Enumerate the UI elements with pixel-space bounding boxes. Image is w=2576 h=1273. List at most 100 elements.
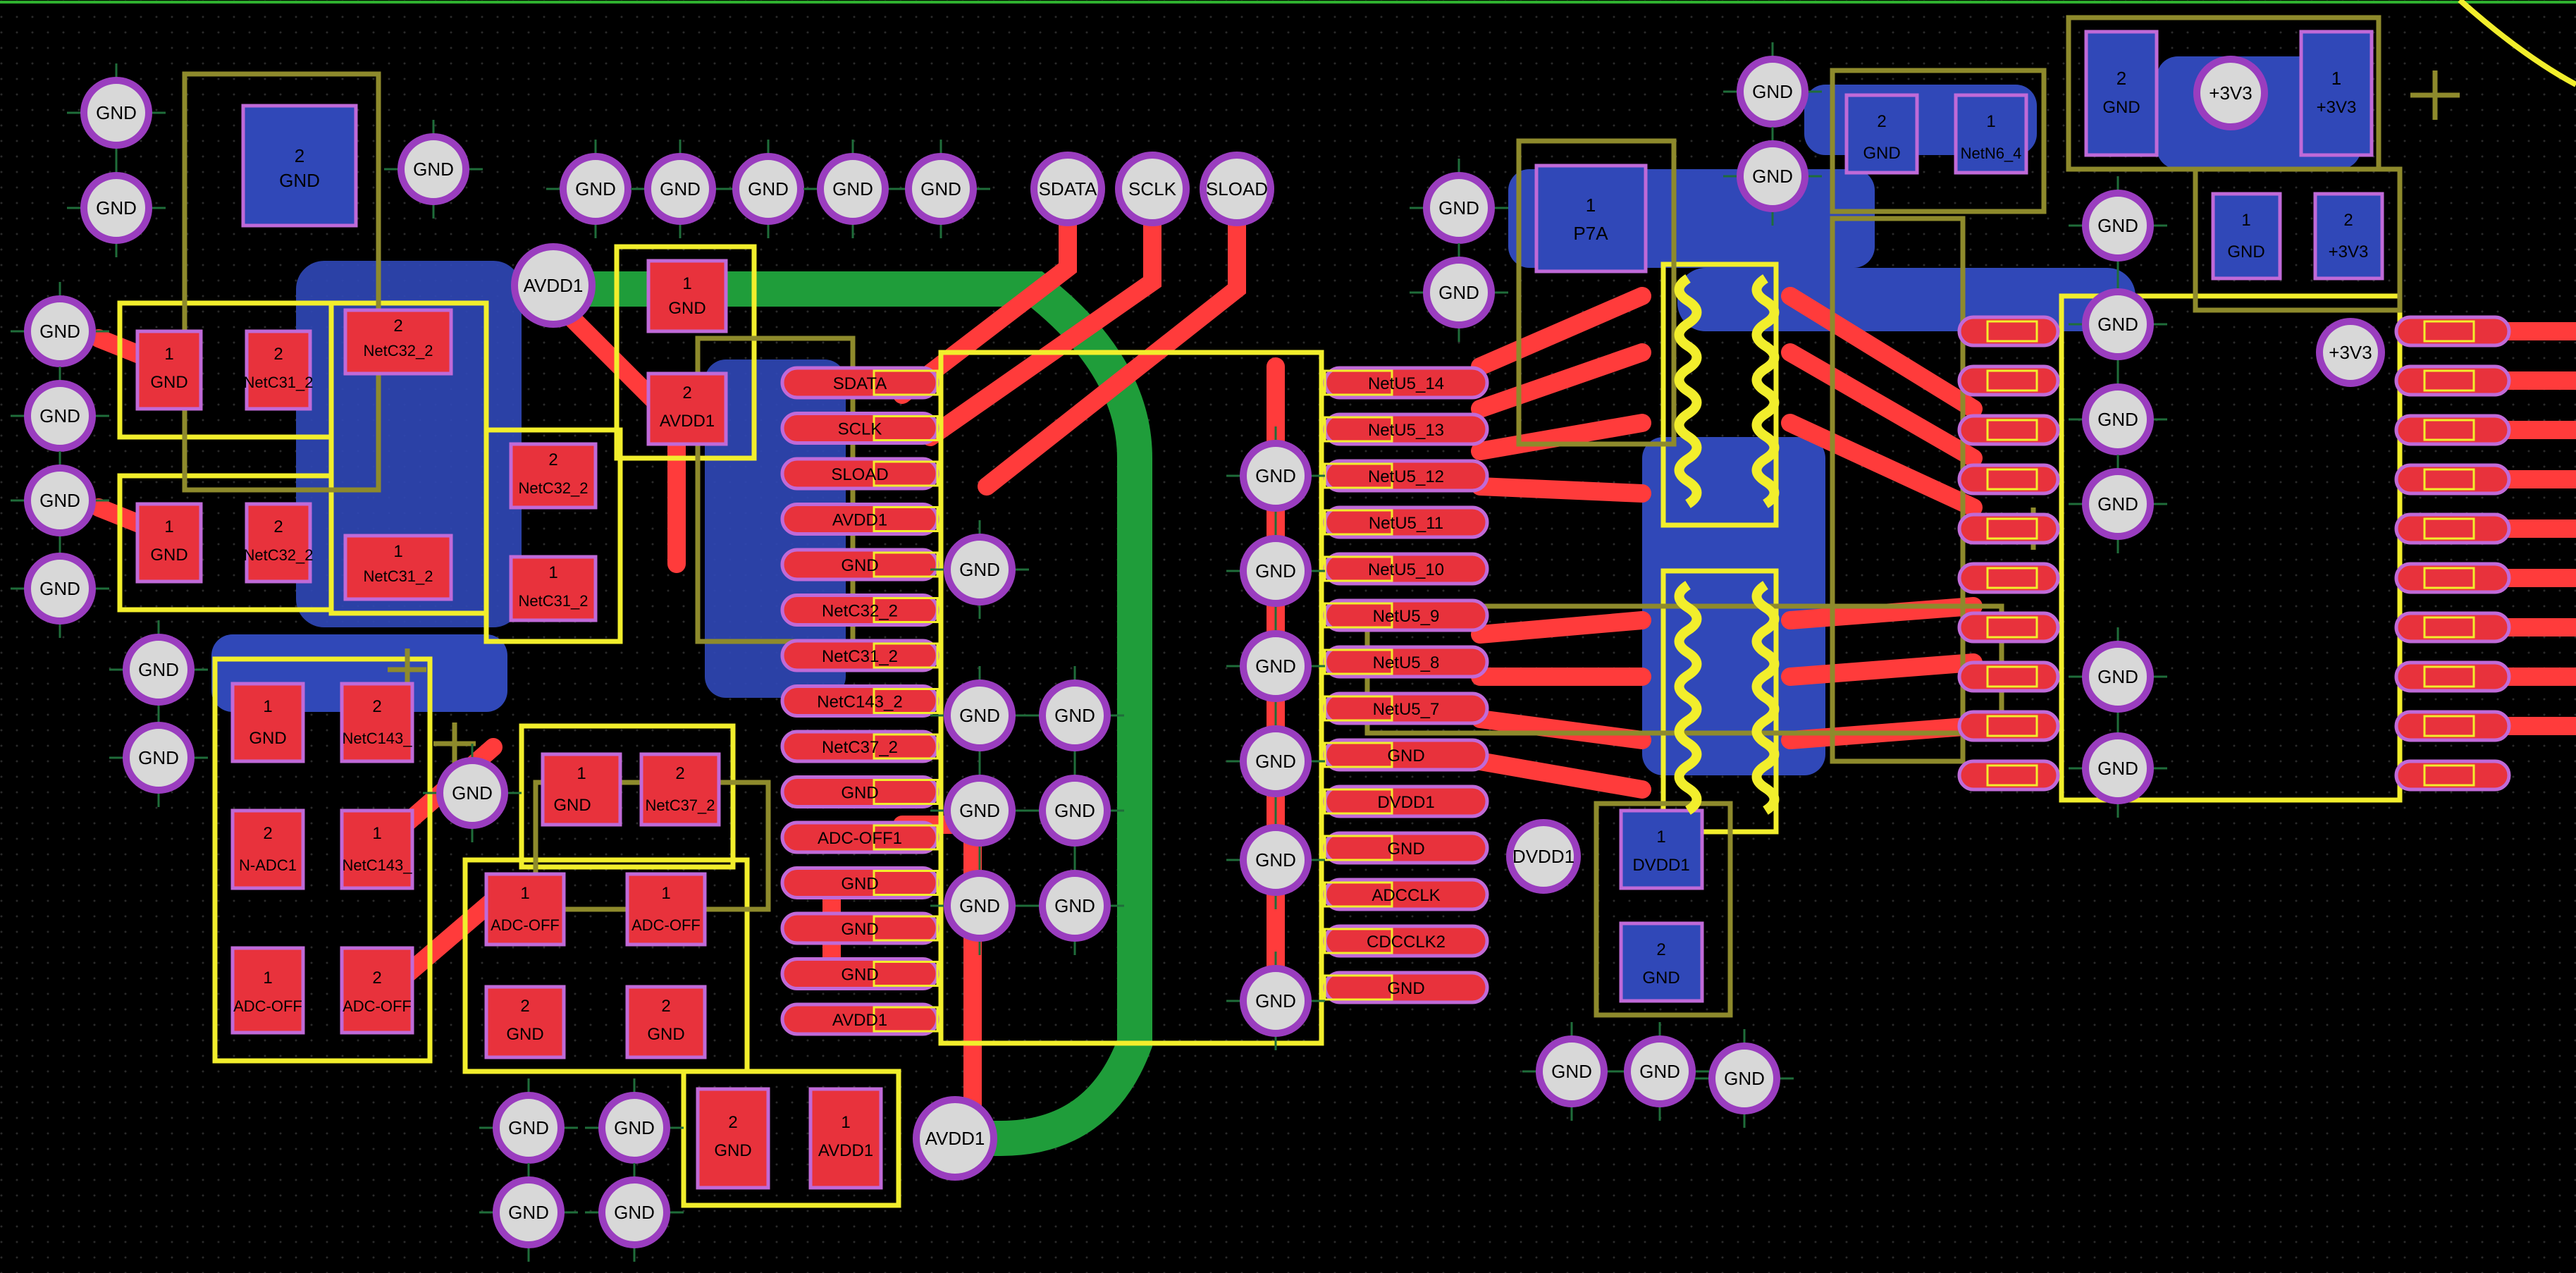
via-gnd[interactable]: [436, 757, 508, 829]
via-gnd[interactable]: [1240, 725, 1312, 797]
connector-pin[interactable]: [1957, 710, 2060, 742]
via-gnd[interactable]: [24, 553, 96, 625]
smd-pad[interactable]: [1954, 93, 2028, 175]
via-gnd[interactable]: [1423, 172, 1495, 244]
smd-pad[interactable]: [340, 946, 414, 1035]
via-gnd[interactable]: [493, 1092, 565, 1164]
via-gnd[interactable]: [944, 534, 1016, 605]
connector-pin[interactable]: [1957, 512, 2060, 545]
via-3v3[interactable]: [2193, 56, 2268, 130]
via-dvdd1[interactable]: [1506, 819, 1581, 894]
smd-pad[interactable]: [1619, 921, 1704, 1003]
via-gnd[interactable]: [493, 1176, 565, 1248]
via-sdata[interactable]: [1030, 152, 1105, 226]
via-gnd[interactable]: [644, 153, 716, 225]
via-gnd[interactable]: [2082, 468, 2154, 540]
connector-pin[interactable]: [1957, 759, 2060, 792]
via-avdd1[interactable]: [913, 1096, 997, 1181]
smd-pad[interactable]: [135, 502, 203, 584]
via-gnd[interactable]: [1039, 775, 1111, 847]
via-gnd[interactable]: [398, 133, 469, 205]
smd-pad[interactable]: [245, 502, 312, 584]
smd-pad[interactable]: [2084, 30, 2159, 157]
via-gnd[interactable]: [1708, 1043, 1780, 1114]
via-gnd[interactable]: [1039, 679, 1111, 751]
smd-pad[interactable]: [541, 752, 622, 827]
via-gnd[interactable]: [24, 295, 96, 367]
smd-pad[interactable]: [639, 752, 721, 827]
connector-pin[interactable]: [1957, 364, 2060, 397]
via-sload[interactable]: [1200, 152, 1274, 226]
via-gnd[interactable]: [560, 153, 631, 225]
smd-pad[interactable]: [2211, 192, 2282, 281]
via-gnd[interactable]: [905, 153, 977, 225]
smd-pad[interactable]: [343, 534, 453, 601]
smd-pad[interactable]: [343, 308, 453, 376]
via-gnd[interactable]: [1240, 535, 1312, 607]
smd-pad[interactable]: [2313, 192, 2384, 281]
via-gnd[interactable]: [1624, 1035, 1696, 1107]
via-gnd[interactable]: [80, 77, 152, 149]
via-gnd[interactable]: [1240, 630, 1312, 702]
via-gnd[interactable]: [1240, 824, 1312, 896]
smd-pad[interactable]: [484, 872, 566, 947]
via-gnd[interactable]: [598, 1092, 670, 1164]
via-gnd[interactable]: [24, 380, 96, 452]
via-gnd[interactable]: [1423, 257, 1495, 328]
via-gnd[interactable]: [1536, 1035, 1608, 1107]
via-gnd[interactable]: [80, 172, 152, 244]
smd-pad[interactable]: [230, 808, 305, 890]
smd-pad[interactable]: [230, 682, 305, 763]
smd-pad[interactable]: [135, 329, 203, 411]
smd-pad[interactable]: [340, 808, 414, 890]
ic-pin-label: NetU5_14: [1368, 374, 1444, 393]
smd-pad[interactable]: [808, 1087, 883, 1190]
smd-pad[interactable]: [625, 985, 707, 1059]
smd-pad[interactable]: [1844, 93, 1919, 175]
connector-pin[interactable]: [1957, 463, 2060, 496]
smd-pad[interactable]: [245, 329, 312, 411]
via-gnd[interactable]: [732, 153, 804, 225]
via-sclk[interactable]: [1115, 152, 1190, 226]
connector-pin[interactable]: [1957, 562, 2060, 594]
via-gnd[interactable]: [817, 153, 889, 225]
smd-pad[interactable]: [646, 371, 728, 446]
smd-pad[interactable]: [1534, 164, 1648, 273]
smd-pad[interactable]: [509, 442, 598, 510]
via-gnd[interactable]: [598, 1176, 670, 1248]
connector-pin[interactable]: [1957, 611, 2060, 644]
via-gnd[interactable]: [1240, 965, 1312, 1037]
via-gnd[interactable]: [944, 775, 1016, 847]
via-gnd[interactable]: [1039, 870, 1111, 942]
via-gnd[interactable]: [1737, 140, 1808, 212]
via-gnd[interactable]: [1240, 440, 1312, 512]
smd-pad[interactable]: [484, 985, 566, 1059]
smd-pad[interactable]: [2299, 30, 2374, 157]
via-gnd[interactable]: [944, 679, 1016, 751]
via-gnd[interactable]: [123, 634, 195, 706]
via-gnd[interactable]: [2082, 383, 2154, 455]
smd-pad[interactable]: [340, 682, 414, 763]
via-gnd[interactable]: [2082, 190, 2154, 262]
via-3v3[interactable]: [2316, 318, 2385, 387]
via-gnd[interactable]: [2082, 288, 2154, 360]
via-gnd[interactable]: [944, 870, 1016, 942]
via-avdd1[interactable]: [511, 243, 596, 328]
via-label: GND: [1054, 800, 1095, 821]
connector-pin[interactable]: [1957, 414, 2060, 446]
smd-pad[interactable]: [646, 259, 728, 333]
connector-pin[interactable]: [1957, 315, 2060, 348]
via-gnd[interactable]: [24, 465, 96, 536]
smd-pad[interactable]: [625, 872, 707, 947]
via-gnd[interactable]: [123, 722, 195, 794]
via-gnd[interactable]: [2082, 641, 2154, 713]
smd-pad[interactable]: [696, 1087, 770, 1190]
via-gnd[interactable]: [2082, 732, 2154, 804]
smd-pad[interactable]: [1619, 808, 1704, 890]
smd-pad[interactable]: [509, 555, 598, 622]
via-gnd[interactable]: [1737, 56, 1808, 128]
connector-pin[interactable]: [1957, 660, 2060, 693]
smd-pad[interactable]: [241, 104, 358, 228]
smd-pad[interactable]: [230, 946, 305, 1035]
